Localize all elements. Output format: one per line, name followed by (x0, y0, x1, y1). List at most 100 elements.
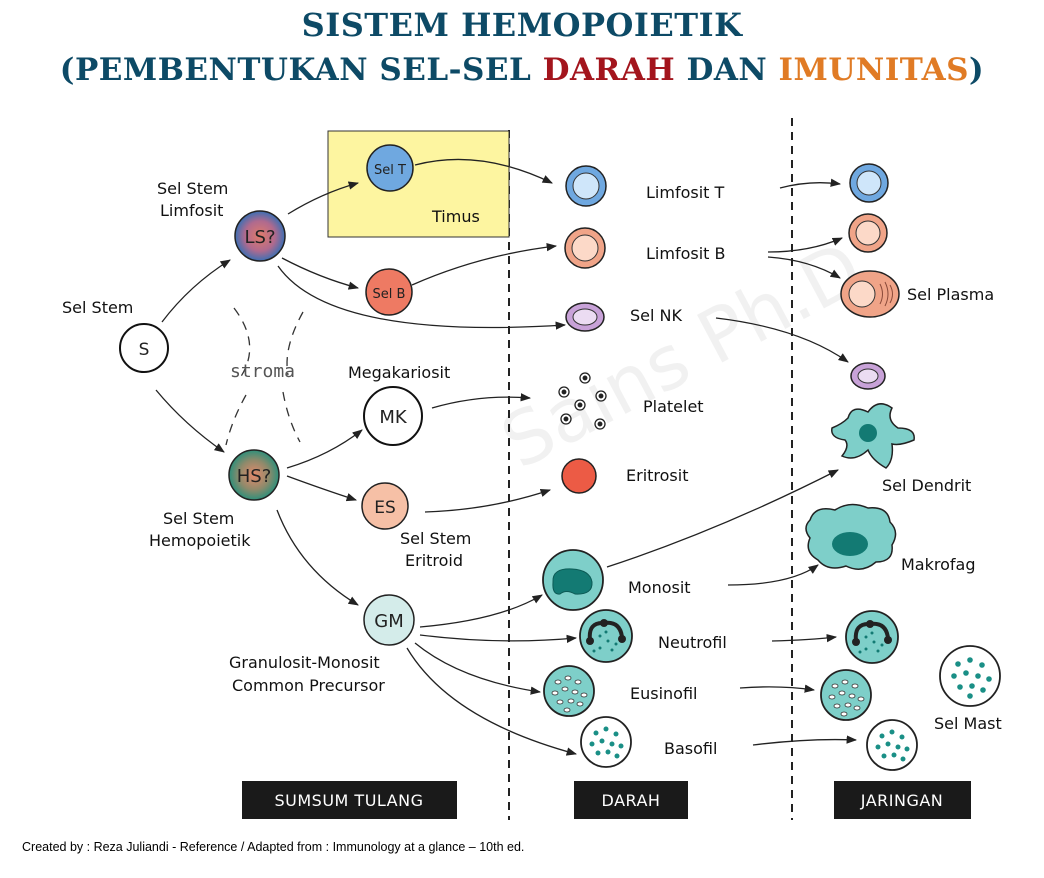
arrow-mk-platelet (431, 393, 532, 409)
region-darah-label: DARAH (602, 791, 661, 810)
makrofag-cell (805, 503, 897, 570)
ls-label: LS? (244, 227, 275, 248)
arrow-limfositb-plasma (767, 256, 841, 279)
tissue-nk-cell (850, 362, 886, 390)
tissue-basofil (866, 719, 918, 771)
neutrofil-label: Neutrofil (658, 633, 727, 652)
arrow-gm-neutrofil (419, 634, 578, 643)
arrow-nk-tissue (715, 317, 849, 363)
sel-mast-label: Sel Mast (934, 714, 1002, 733)
sel-plasma-label: Sel Plasma (907, 285, 994, 304)
eritrosit-cell (561, 458, 597, 494)
sel-b-cell: Sel B (365, 268, 413, 316)
sel-t-label: Sel T (374, 163, 406, 178)
sel-t-cell: Sel T (366, 144, 414, 192)
arrow-gm-basofil (406, 647, 578, 756)
arrow-neutrofil-tissue (771, 633, 838, 643)
eritrosit-label: Eritrosit (626, 466, 688, 485)
limfosit-t-cell (565, 165, 607, 207)
limfosit-b-cell (564, 227, 606, 269)
arrow-gm-eusinofil (414, 642, 542, 695)
stem-cell-s-label: S (139, 340, 150, 360)
arrow-selt-limfositt (414, 158, 553, 184)
arrow-ls-selt (287, 181, 360, 215)
sel-nk-cell (565, 302, 605, 332)
monosit-cell (542, 549, 604, 611)
footer-credit: Created by : Reza Juliandi - Reference /… (22, 840, 525, 854)
sel-stem-hemo-line2: Hemopoietik (149, 531, 251, 550)
limfosit-t-label: Limfosit T (646, 183, 725, 202)
hs-label: HS? (237, 466, 272, 487)
title-line-2: (PEMBENTUKAN SEL-SEL DARAH DAN IMUNITAS) (0, 52, 1044, 88)
sel-stem-label: Sel Stem (62, 298, 133, 317)
sel-mast-cell (939, 645, 1001, 707)
title-line-1: SISTEM HEMOPOIETIK (301, 6, 743, 44)
tissue-eusinofil (820, 669, 872, 721)
timus-box (327, 130, 510, 238)
platelets (558, 372, 607, 430)
arrow-limfositb-tissue (767, 237, 843, 253)
hemopoietic-stem-cell: HS? (228, 449, 280, 501)
neutrofil-cell (579, 609, 633, 663)
eusinofil-cell (543, 665, 595, 717)
sel-stem-limfosit-line2: Limfosit (160, 201, 223, 220)
arrow-limfositt-tissue (779, 178, 842, 189)
gm-label-line1: Granulosit-Monosit (229, 653, 380, 672)
arrow-hs-mk (286, 429, 363, 469)
mk-label: MK (379, 407, 408, 428)
gm-label: GM (374, 611, 403, 632)
arrow-es-eritrosit (424, 489, 551, 513)
arrow-hs-gm (276, 509, 359, 606)
sel-nk-label: Sel NK (630, 306, 683, 325)
watermark: Sains Ph.D (488, 225, 876, 486)
arrow-basofil-tissue (752, 735, 858, 746)
gm-precursor-cell: GM (363, 594, 415, 646)
arrow-hs-es (286, 475, 357, 502)
basofil-cell (580, 716, 632, 768)
arrow-monosit-makrofag (727, 564, 819, 586)
title-close: ) (969, 52, 985, 88)
sel-stem-eritroid-line2: Eritroid (405, 551, 463, 570)
sel-stem-hemo-line1: Sel Stem (163, 509, 234, 528)
arrow-s-ls (161, 259, 231, 323)
stroma-label: stroma (230, 361, 295, 382)
title-open: (PEMBENTUKAN SEL-SEL (59, 52, 543, 88)
sel-dendrit-label: Sel Dendrit (882, 476, 971, 495)
arrow-selb-limfositb (411, 242, 558, 286)
sel-dendrit-cell (831, 403, 915, 469)
arrow-monosit-dendrit (606, 469, 839, 568)
title-imunitas: IMUNITAS (778, 52, 970, 88)
limfosit-b-label: Limfosit B (646, 244, 725, 263)
arrow-eusinofil-tissue (739, 684, 816, 693)
erythroid-stem-cell: ES (361, 482, 409, 530)
arrow-ls-nk (277, 265, 567, 330)
eusinofil-label: Eusinofil (630, 684, 697, 703)
title-darah: DARAH (542, 52, 676, 88)
sel-plasma-cell (840, 270, 900, 318)
arrows (155, 158, 858, 756)
sel-stem-limfosit-line1: Sel Stem (157, 179, 228, 198)
sel-stem-eritroid-line1: Sel Stem (400, 529, 471, 548)
arrow-s-hs (155, 389, 225, 453)
arrow-ls-selb (281, 257, 360, 290)
es-label: ES (374, 498, 396, 518)
region-sumsum-label: SUMSUM TULANG (274, 791, 423, 810)
timus-label: Timus (431, 207, 480, 226)
region-bar-sumsum: SUMSUM TULANG (242, 781, 457, 819)
makrofag-label: Makrofag (901, 555, 975, 574)
lymphoid-stem-cell: LS? (234, 210, 286, 262)
megakariosit-label: Megakariosit (348, 363, 450, 382)
region-bar-jaringan: JARINGAN (834, 781, 971, 819)
region-bar-darah: DARAH (574, 781, 688, 819)
tissue-limfosit-b (848, 213, 888, 253)
basofil-label: Basofil (664, 739, 717, 758)
region-jaringan-label: JARINGAN (860, 791, 944, 810)
sel-b-label: Sel B (373, 287, 406, 302)
megakaryocyte-cell: MK (363, 386, 423, 446)
tissue-limfosit-t (849, 163, 889, 203)
arrow-gm-monosit (419, 594, 543, 628)
title-mid: DAN (675, 52, 779, 88)
stem-cell-s: S (119, 323, 169, 373)
tissue-neutrofil (845, 610, 899, 664)
